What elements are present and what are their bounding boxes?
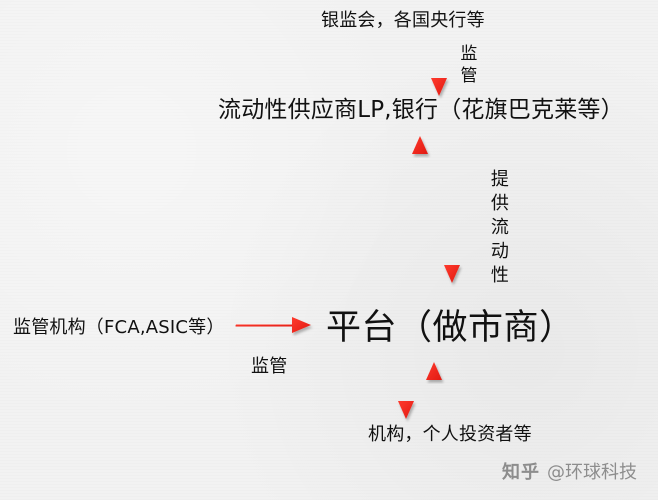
watermark-account: @环球科技 <box>547 462 637 483</box>
liquidity-provider-node: 流动性供应商LP,银行（花旗巴克莱等） <box>218 97 624 123</box>
investors-to-platform-arrowhead <box>426 362 442 380</box>
platform-node: 平台（做市商） <box>326 308 575 348</box>
regulators-central-banks-label: 银监会，各国央行等 <box>321 10 485 31</box>
middle-supervision-label: 监管 <box>251 356 288 377</box>
platform-to-investors-arrowhead <box>398 401 414 419</box>
lp-to-platform-arrowhead <box>444 265 460 283</box>
zhihu-brand: 知乎 <box>502 462 540 483</box>
provide-liquidity-label: 提供流动性 <box>490 169 510 286</box>
top-supervision-label: 监管 <box>460 44 478 86</box>
left-regulators-node: 监管机构（FCA,ASIC等） <box>13 317 225 338</box>
investors-node: 机构，个人投资者等 <box>368 424 532 445</box>
left-regulator-to-platform-arrow <box>235 322 298 329</box>
left-regulator-to-platform-arrowhead <box>292 317 311 333</box>
platform-to-lp-arrowhead <box>412 136 428 154</box>
watermark: 知乎 @环球科技 <box>502 458 637 484</box>
regulator-to-lp-arrowhead <box>431 78 447 96</box>
